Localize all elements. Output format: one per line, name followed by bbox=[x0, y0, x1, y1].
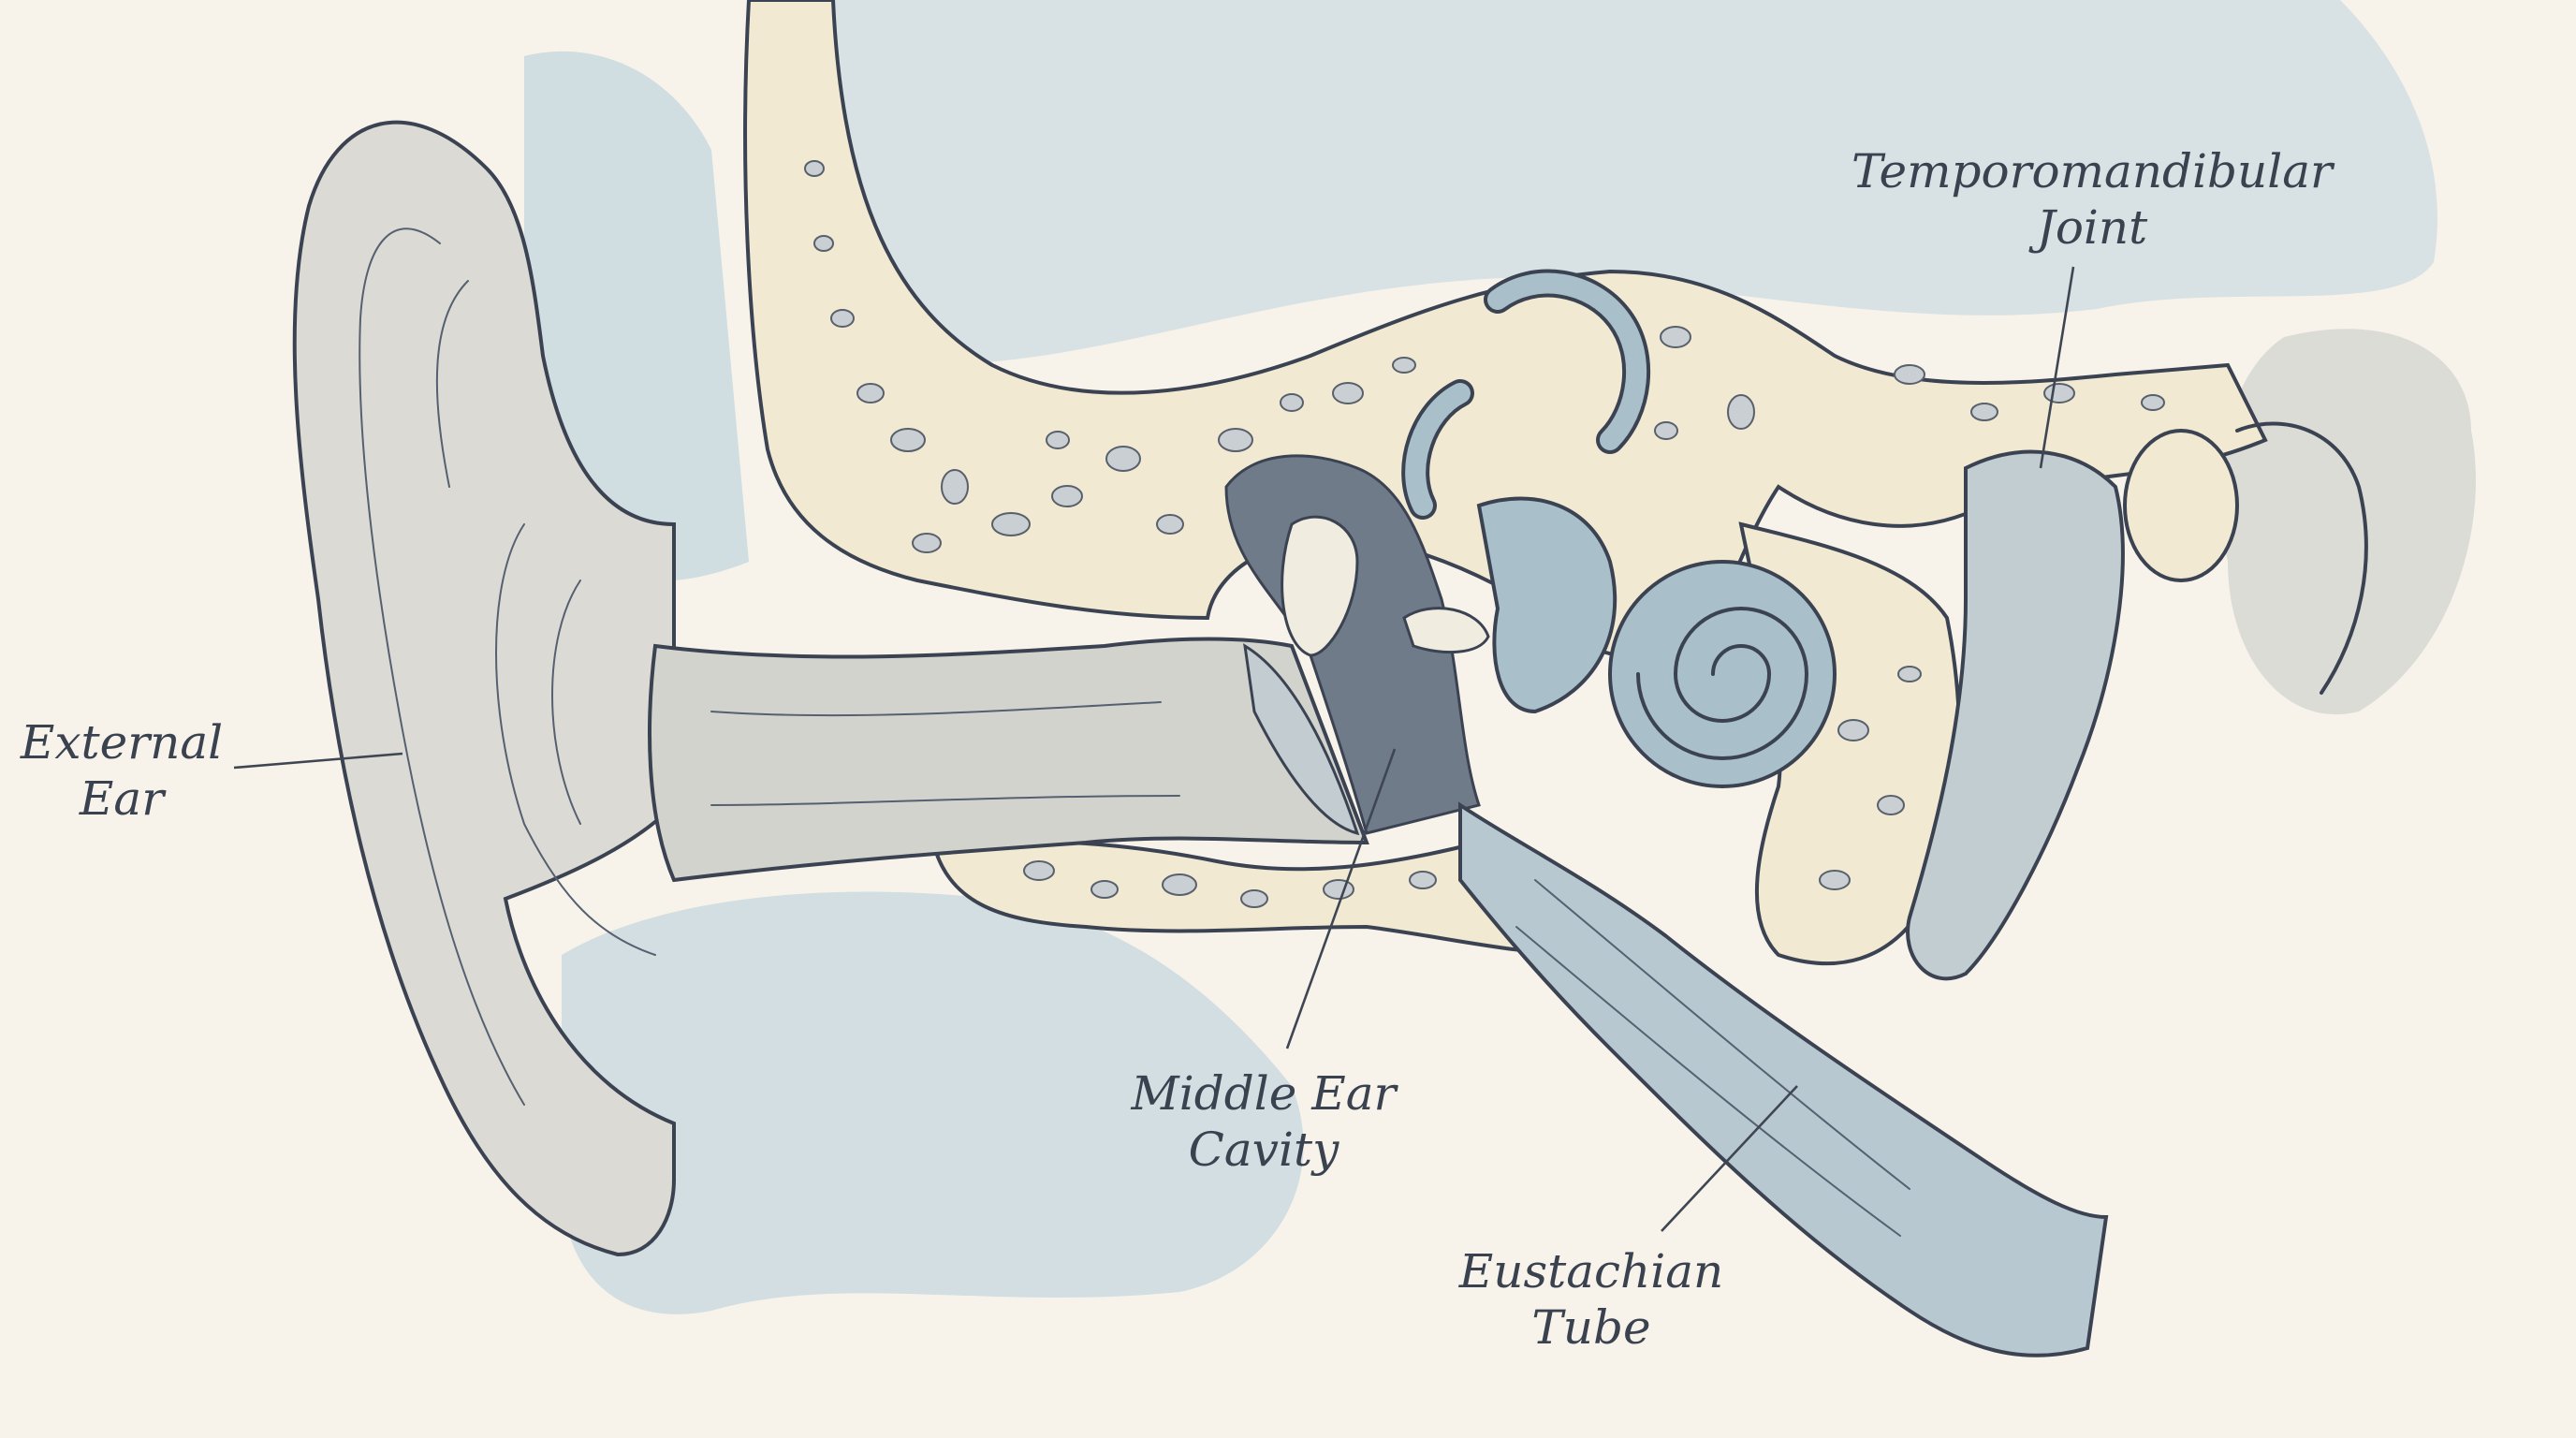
eustachian-tube bbox=[1458, 801, 2109, 1357]
eardrum bbox=[1243, 643, 1360, 836]
leader-eustachian bbox=[1661, 1085, 1798, 1232]
middle-ear-cavity bbox=[1224, 454, 1490, 835]
label-tmj-1: Temporomandibular bbox=[1852, 144, 2335, 198]
label-eustachian-1: Eustachian bbox=[1458, 1244, 1723, 1299]
annotations: External Ear Temporomandibular Joint Mid… bbox=[20, 144, 2335, 1355]
leader-middle-ear bbox=[1285, 748, 1397, 1049]
label-middle-ear-2: Cavity bbox=[1189, 1123, 1339, 1177]
bone-pores bbox=[804, 160, 2165, 908]
leader-tmj bbox=[2039, 266, 2075, 469]
label-eustachian-2: Tube bbox=[1531, 1300, 1650, 1355]
inner-ear bbox=[1401, 269, 1837, 788]
label-tmj-2: Joint bbox=[2028, 200, 2148, 255]
temporal-bone-upper bbox=[743, 0, 2268, 677]
leader-external-ear bbox=[233, 752, 403, 770]
label-external-ear-1: External bbox=[20, 715, 223, 770]
ear-canal bbox=[648, 637, 1369, 883]
temporomandibular-joint bbox=[1906, 421, 2368, 981]
label-middle-ear-1: Middle Ear bbox=[1131, 1066, 1399, 1121]
label-external-ear-2: Ear bbox=[79, 771, 167, 826]
external-ear-pinna bbox=[292, 120, 676, 1257]
